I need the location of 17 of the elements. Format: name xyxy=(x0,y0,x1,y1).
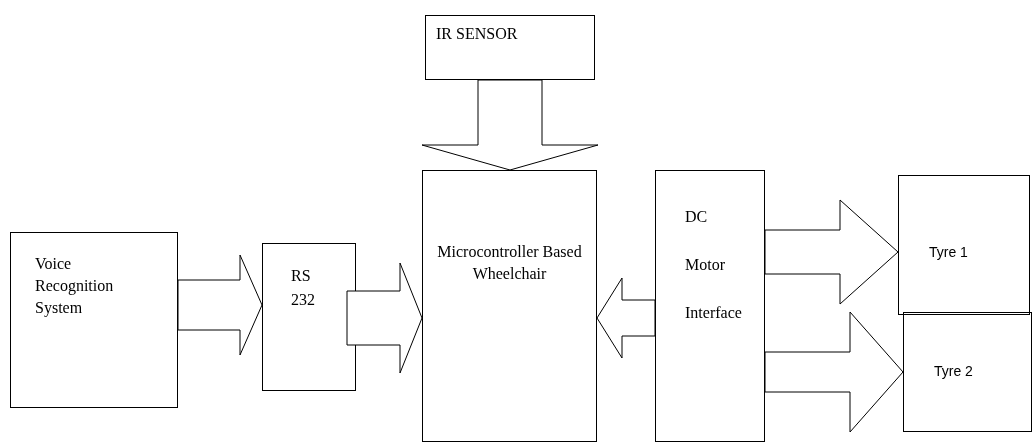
block-box xyxy=(898,175,1030,315)
block-arrow xyxy=(421,79,599,171)
block-arrow xyxy=(177,254,263,356)
block-label: IR SENSOR xyxy=(436,24,519,44)
block-label: RS 232 xyxy=(291,266,316,310)
block-box xyxy=(422,170,597,442)
block-arrow xyxy=(346,262,423,374)
block-arrow xyxy=(764,199,899,305)
block-box xyxy=(903,312,1032,432)
block-label: Tyre 1 xyxy=(929,243,969,262)
block-box xyxy=(10,232,178,408)
block-label: Tyre 2 xyxy=(934,362,974,381)
block-label: DC Motor Interface xyxy=(685,207,743,323)
block-label: Microcontroller Based Wheelchair xyxy=(436,242,583,284)
block-arrow xyxy=(764,311,904,433)
block-arrow xyxy=(596,277,656,359)
block-label: Voice Recognition System xyxy=(35,254,115,319)
